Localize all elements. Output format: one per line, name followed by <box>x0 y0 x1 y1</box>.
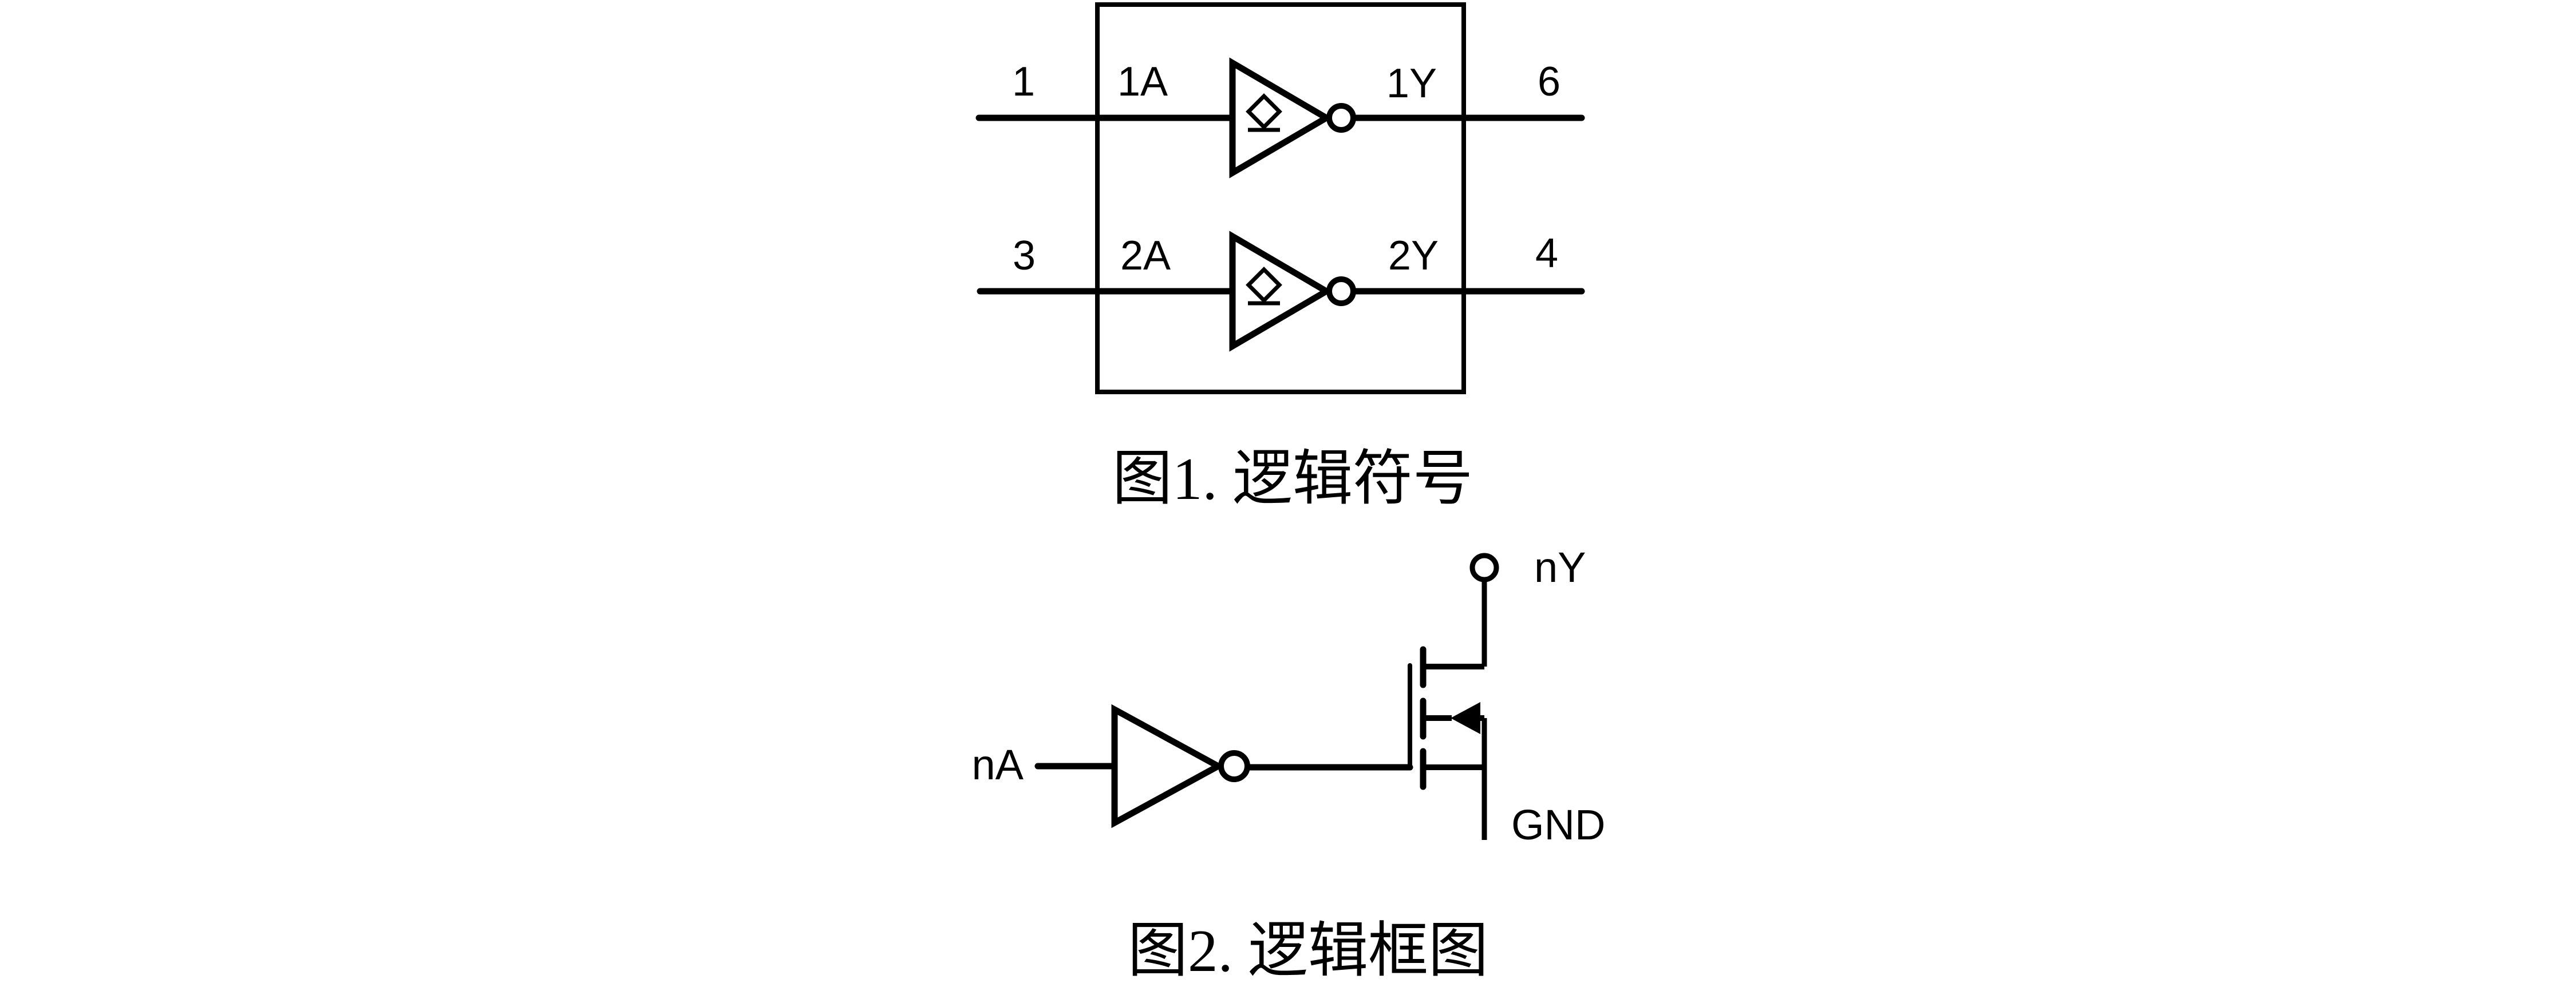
gate1-output-label: 1Y <box>1386 61 1437 106</box>
gate1: 1 1A 1Y 6 <box>975 57 1585 179</box>
gate2-open-drain-diamond-icon <box>1246 267 1282 303</box>
figure2-input-label: nA <box>971 741 1024 788</box>
gate2-output-label: 2Y <box>1388 233 1439 279</box>
figure1-logic-symbol: 1 1A 1Y 6 3 2A 2Y 4 图1. 逻辑符号 <box>975 2 1585 512</box>
gate2: 3 2A 2Y 4 <box>977 231 1585 352</box>
gate1-open-drain-diamond-icon <box>1246 93 1282 130</box>
mosfet-body-arrow-icon <box>1451 702 1480 734</box>
symbol-outline-box <box>1095 2 1466 394</box>
figure1-caption: 图1. 逻辑符号 <box>1112 445 1473 512</box>
gate2-negation-bubble-icon <box>1326 276 1356 306</box>
figure2-caption: 图2. 逻辑框图 <box>1128 917 1488 984</box>
nmos-transistor-icon <box>1408 646 1484 790</box>
gate1-pin-number-out: 6 <box>1538 59 1560 105</box>
gate2-buffer-triangle-icon <box>1229 231 1333 352</box>
figure2-inverter-triangle-icon <box>1111 704 1225 829</box>
gate1-buffer-triangle-icon <box>1229 57 1333 179</box>
gate1-input-label: 1A <box>1117 59 1168 105</box>
gate2-pin-number-in: 3 <box>1013 233 1036 279</box>
output-terminal-circle <box>1469 553 1499 582</box>
gate1-negation-bubble-icon <box>1326 103 1356 133</box>
figure2-logic-block-diagram: nA nY GND 图2. 逻辑框图 <box>971 544 1605 984</box>
gate1-pin-number-in: 1 <box>1012 59 1035 105</box>
figure2-ground-label: GND <box>1511 801 1605 849</box>
gate2-input-label: 2A <box>1120 233 1171 279</box>
figure2-negation-bubble-icon <box>1218 750 1250 782</box>
figure2-output-label: nY <box>1534 544 1586 591</box>
gate2-pin-number-out: 4 <box>1535 231 1558 276</box>
